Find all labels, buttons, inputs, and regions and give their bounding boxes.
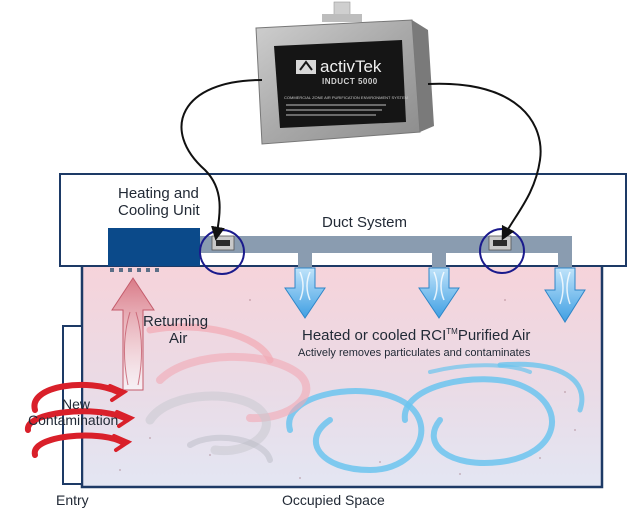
purified-air-sublabel: Actively removes particulates and contam…: [298, 347, 531, 359]
duct-purifier-module-right: [488, 235, 512, 251]
purified-air-label-end: Purified Air: [457, 327, 531, 344]
trademark-mark: TM: [446, 327, 458, 336]
new-contamination-label: New Contamination: [28, 396, 118, 428]
heating-cooling-unit: [108, 228, 200, 272]
purified-air-label: Heated or cooled RCITMPurified Air: [302, 327, 530, 344]
returning-air-label-line2: Air: [169, 330, 188, 348]
duct-purifier-module-left: [211, 235, 235, 251]
purified-air-swirls: [286, 361, 585, 474]
new-contamination-label-line1: New: [62, 396, 91, 412]
returning-air-arrow: [111, 277, 155, 391]
device-brand: activTek: [320, 57, 382, 76]
duct-system: [200, 236, 572, 268]
activtek-induct-5000-device: activTek INDUCT 5000 COMMERCIAL ZONE AIR…: [255, 1, 434, 145]
duct-system-label: Duct System: [322, 214, 408, 231]
returning-air-label: Returning Air: [143, 313, 208, 348]
airflow-arrow-3: [544, 267, 586, 323]
entry-label: Entry: [56, 492, 89, 508]
new-contamination-swirls: [25, 381, 136, 458]
activtek-logo-icon: [296, 60, 316, 74]
new-contamination-label-line2: Contamination: [28, 412, 119, 429]
connector-curve-left: [180, 79, 263, 241]
contaminated-air-swirls: [145, 323, 311, 463]
occupied-space-label: Occupied Space: [282, 492, 385, 508]
heating-unit-label: Heating and Cooling Unit: [118, 185, 200, 220]
airflow-arrow-2: [418, 267, 460, 319]
purified-air-label-main: Heated or cooled RCI: [302, 327, 447, 344]
heating-unit-label-line2: Cooling Unit: [118, 202, 200, 220]
entry-doorway: [62, 325, 83, 485]
device-tagline: COMMERCIAL ZONE AIR PURIFICATION ENVIRON…: [284, 95, 408, 100]
airflow-arrow-1: [284, 267, 326, 319]
heating-unit-label-line1: Heating and: [118, 185, 199, 202]
returning-air-label-line1: Returning: [143, 313, 209, 330]
device-model: INDUCT 5000: [322, 77, 378, 86]
connector-curve-right: [427, 82, 542, 241]
